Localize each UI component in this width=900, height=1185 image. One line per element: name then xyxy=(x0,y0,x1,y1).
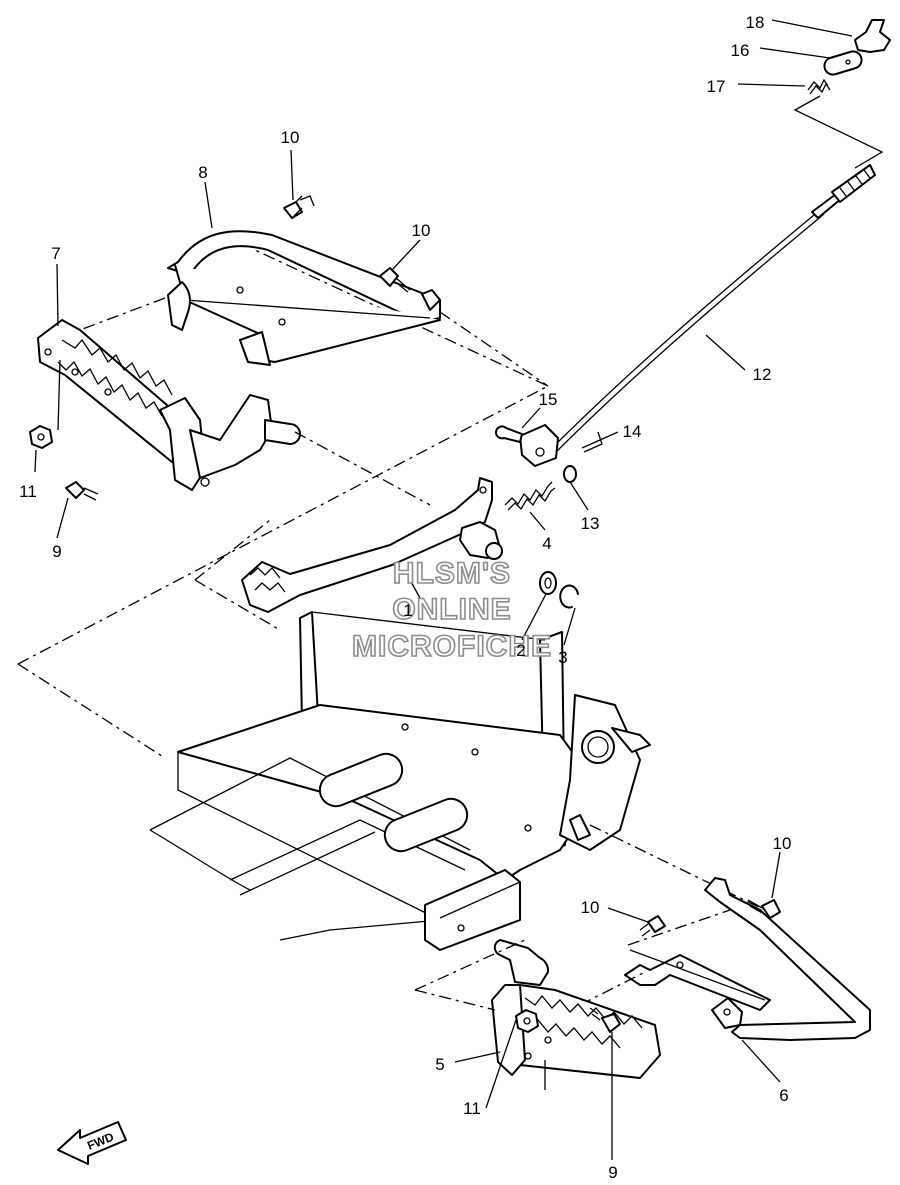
callout-11-left: 11 xyxy=(19,482,37,501)
callout-8: 8 xyxy=(198,163,207,182)
callout-1: 1 xyxy=(403,601,412,620)
adjuster-nut xyxy=(823,50,863,76)
right-footrest-bracket xyxy=(579,877,871,1041)
bolt-9-left xyxy=(65,481,99,501)
left-footrest xyxy=(37,281,431,506)
watermark-line-2: ONLINE xyxy=(392,593,511,626)
callout-10-top: 10 xyxy=(281,128,300,147)
callout-10-right-a: 10 xyxy=(581,898,600,917)
bolt-10-right-b xyxy=(747,899,781,919)
washer-2 xyxy=(539,571,557,595)
bolt-10-top xyxy=(283,195,315,219)
callout-9-left: 9 xyxy=(52,542,61,561)
watermark-line-3: MICROFICHE xyxy=(352,630,552,663)
callout-13: 13 xyxy=(581,514,600,533)
brake-pedal xyxy=(241,477,503,613)
callout-14: 14 xyxy=(623,422,642,441)
callout-6: 6 xyxy=(779,1086,788,1105)
adjuster-spring xyxy=(807,78,831,95)
bolt-10-mid xyxy=(379,267,411,293)
cotter-pin xyxy=(581,431,603,453)
callout-18: 18 xyxy=(746,13,765,32)
nut-11-left xyxy=(29,425,53,449)
callout-10-right-b: 10 xyxy=(773,834,792,853)
callout-16: 16 xyxy=(731,41,750,60)
bolt-9-right xyxy=(589,1007,621,1033)
callout-3: 3 xyxy=(558,648,567,667)
wing-nut xyxy=(854,19,891,53)
clevis-pin xyxy=(495,425,523,443)
callout-11-right: 11 xyxy=(463,1099,481,1118)
bolt-10-right-a xyxy=(639,915,666,937)
clevis xyxy=(519,424,559,467)
left-footrest-bracket xyxy=(79,230,549,387)
callout-5: 5 xyxy=(435,1055,444,1074)
brake-rod xyxy=(547,164,876,457)
callout-17: 17 xyxy=(707,77,726,96)
watermark: HLSM'S ONLINE MICROFICHE xyxy=(351,556,552,664)
watermark-line-1: HLSM'S xyxy=(393,557,511,590)
washer-13 xyxy=(563,465,577,483)
callouts: 18 16 17 10 8 10 7 12 15 14 11 9 13 4 1 … xyxy=(19,13,791,1182)
callout-7: 7 xyxy=(51,244,60,263)
leader-lines xyxy=(34,19,853,1160)
callout-9-right: 9 xyxy=(608,1163,617,1182)
right-footrest xyxy=(414,939,661,1090)
callout-15: 15 xyxy=(539,390,558,409)
callout-10-mid: 10 xyxy=(412,221,431,240)
frame-assembly xyxy=(17,249,776,951)
callout-2: 2 xyxy=(516,641,525,660)
callout-12: 12 xyxy=(753,365,772,384)
nut-11-right xyxy=(515,1009,539,1033)
circlip-3 xyxy=(559,584,579,609)
brake-spring xyxy=(504,481,556,511)
callout-4: 4 xyxy=(542,534,551,553)
fwd-arrow: FWD xyxy=(57,1121,127,1165)
